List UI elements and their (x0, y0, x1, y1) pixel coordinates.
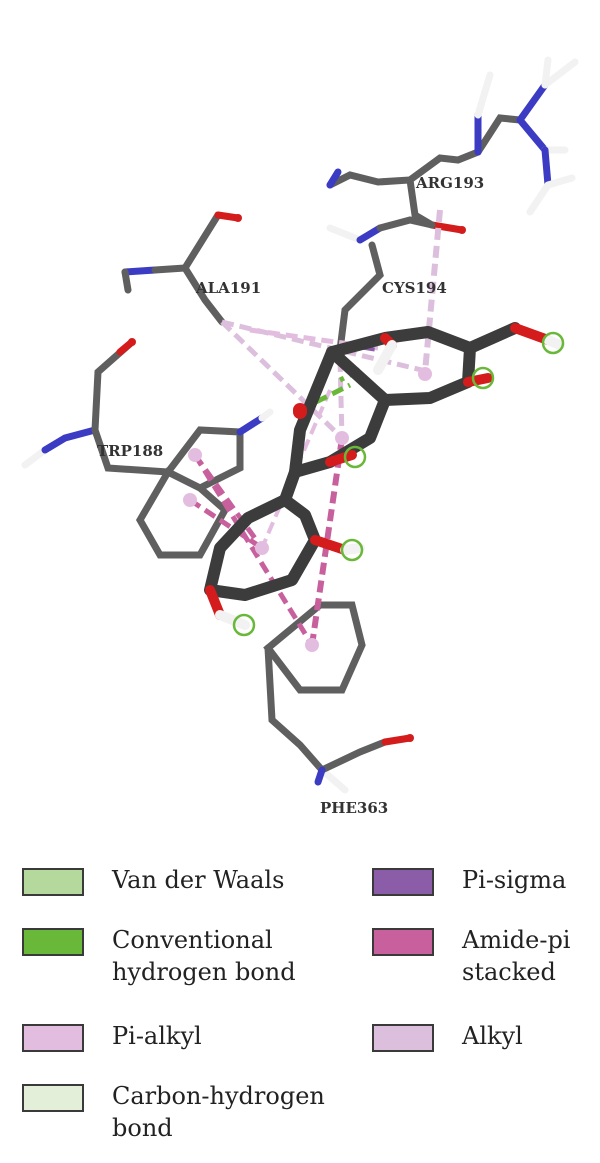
legend-label: Van der Waals (112, 866, 285, 894)
legend-item-alkyl: Alkyl (372, 1020, 597, 1052)
legend-item-van-der-waals: Van der Waals (22, 864, 342, 896)
legend-item-amide-pi-stacked: Amide-pi stacked (372, 924, 597, 988)
residue-label-phe363: PHE363 (320, 799, 388, 817)
legend-label: Amide-pi stacked (462, 926, 571, 986)
oxygen-atoms (128, 214, 466, 742)
legend-item-pi-alkyl: Pi-alkyl (22, 1020, 342, 1052)
residue-label-arg193: ARG193 (415, 174, 484, 192)
legend-item-carbon-hydrogen-bond: Carbon-hydrogen bond (22, 1080, 352, 1144)
legend-item-conventional-hydrogen-bond: Conventional hydrogen bond (22, 924, 342, 988)
legend-label: Carbon-hydrogen bond (112, 1082, 325, 1142)
residue-label-ala191: ALA191 (195, 279, 261, 297)
hbond-donor-markers (232, 331, 565, 637)
residue-label-trp188: TRP188 (97, 442, 163, 460)
molecule-render: ARG193 ALA191 CYS194 TRP188 PHE363 (21, 56, 579, 817)
interaction-legend: Van der Waals Conventional hydrogen bond… (0, 850, 600, 1150)
legend-swatch (372, 928, 434, 956)
phe363-sidechain (263, 601, 414, 794)
pi-centroids (183, 367, 432, 652)
legend-swatch (22, 868, 84, 896)
legend-swatch (22, 1084, 84, 1112)
legend-label: Pi-alkyl (112, 1022, 202, 1050)
ala191-sidechain (121, 211, 242, 326)
trp188-sidechain (21, 338, 274, 559)
legend-swatch (22, 1024, 84, 1052)
residue-label-cys194: CYS194 (382, 279, 447, 297)
legend-label: Alkyl (462, 1022, 523, 1050)
legend-swatch (372, 868, 434, 896)
legend-swatch (22, 928, 84, 956)
legend-item-pi-sigma: Pi-sigma (372, 864, 597, 896)
legend-label: Conventional hydrogen bond (112, 926, 296, 986)
interaction-lines (188, 209, 443, 647)
arg193-sidechain (326, 56, 579, 234)
legend-label: Pi-sigma (462, 866, 567, 894)
ligand-molecule (204, 322, 565, 630)
docking-interaction-3d-view: ARG193 ALA191 CYS194 TRP188 PHE363 (21, 56, 579, 817)
legend-swatch (372, 1024, 434, 1052)
